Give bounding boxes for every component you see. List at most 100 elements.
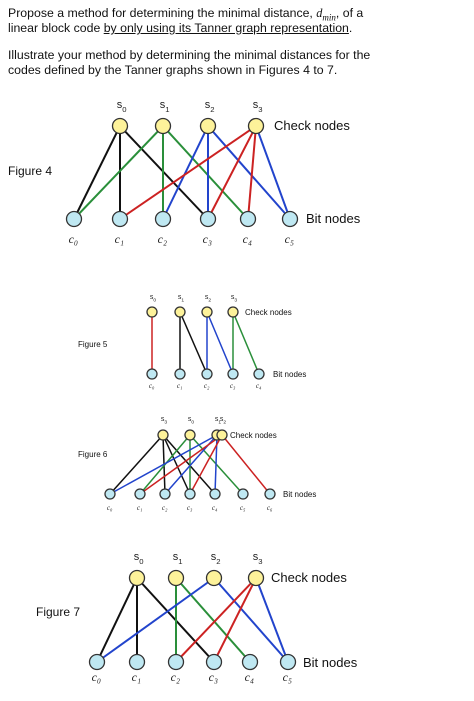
fig5-bit-nodes-caption: Bit nodes (273, 370, 306, 379)
fig7-label: Figure 7 (36, 605, 80, 619)
fig6-bit-node (184, 488, 196, 500)
fig6-label: Figure 6 (78, 450, 108, 459)
fig4-check-nodes-caption: Check nodes (274, 118, 350, 133)
fig7-check-node-label: s1 (173, 551, 183, 566)
fig4-check-node (111, 117, 129, 135)
fig7-check-node (247, 569, 265, 587)
fig6-edge (162, 434, 216, 495)
fig4-edge (207, 125, 291, 220)
fig6-check-node-label: s1 (215, 416, 222, 425)
fig7-check-node (128, 569, 146, 587)
fig7-bit-node (128, 653, 146, 671)
fig6-edge (109, 434, 218, 495)
fig4-edge (162, 125, 249, 220)
fig7-bit-node-label: c₁ (132, 670, 142, 684)
question-para-2-line-2: codes defined by the Tanner graphs shown… (8, 63, 338, 77)
fig6-check-node (157, 429, 169, 441)
fig6-bit-node-label: c₂ (162, 504, 168, 512)
fig4-edge (73, 125, 121, 220)
fig7-check-node (205, 569, 223, 587)
fig6-edge (221, 434, 271, 495)
fig4-check-node-label: s1 (160, 99, 170, 114)
fig6-bit-node-label: c₆ (267, 504, 273, 512)
fig5-bit-node (227, 368, 239, 380)
fig4-check-node (199, 117, 217, 135)
fig5-edge (206, 311, 234, 375)
fig4-bit-node (281, 210, 299, 228)
fig4-edge (255, 125, 291, 220)
fig4-edge (207, 125, 257, 220)
fig6-check-node-label: s3 (161, 416, 168, 425)
fig6-bit-node (104, 488, 116, 500)
fig7-bit-node (167, 653, 185, 671)
fig6-bit-node-label: c₄ (212, 504, 218, 512)
fig6-edge (109, 434, 164, 495)
fig4-check-node (154, 117, 172, 135)
fig5-check-node (201, 306, 213, 318)
fig5-check-node-label: s3 (231, 294, 238, 303)
fig7-check-node-label: s2 (211, 551, 221, 566)
fig5-bit-node (174, 368, 186, 380)
fig6-edge (162, 434, 191, 495)
fig7-check-node (167, 569, 185, 587)
fig5-bit-node-label: c₄ (256, 382, 262, 390)
fig4-check-node-label: s3 (253, 99, 263, 114)
fig5-check-node (174, 306, 186, 318)
fig4-bit-node-label: c₀ (69, 232, 79, 246)
dmin-symbol: dmin (316, 6, 336, 23)
fig7-edge (175, 577, 251, 663)
fig6-check-nodes-caption: Check nodes (230, 431, 277, 440)
fig6-bit-node (134, 488, 146, 500)
fig5-bit-node-label: c₁ (177, 382, 183, 390)
fig5-bit-node (201, 368, 213, 380)
fig7-edge (96, 577, 215, 663)
fig6-bit-nodes-caption: Bit nodes (283, 490, 316, 499)
fig7-bit-nodes-caption: Bit nodes (303, 655, 358, 670)
fig4-bit-node (154, 210, 172, 228)
fig6-bit-node-label: c₃ (187, 504, 193, 512)
fig7-edge (213, 577, 257, 663)
fig6-bit-node-label: c₁ (137, 504, 143, 512)
fig5-edge (179, 311, 208, 375)
fig7-bit-node (205, 653, 223, 671)
fig6-bit-node (209, 488, 221, 500)
fig7-check-node-label: s3 (253, 551, 263, 566)
fig6-bit-node (237, 488, 249, 500)
fig4-check-node-label: s2 (205, 99, 215, 114)
question-para-2-line-1: Illustrate your method by determining th… (8, 48, 371, 62)
fig7-bit-node (279, 653, 297, 671)
fig6-check-node-label: s2 (220, 416, 227, 425)
fig4-bit-node-label: c₂ (158, 232, 168, 246)
fig5-bit-node (253, 368, 265, 380)
fig7-check-node-label: s0 (134, 551, 144, 566)
fig4-bit-node (239, 210, 257, 228)
fig4-edge (162, 125, 209, 220)
fig5-check-nodes-caption: Check nodes (245, 308, 292, 317)
fig6-bit-node (159, 488, 171, 500)
fig7-bit-node-label: c₅ (283, 670, 293, 684)
fig4-edge (119, 125, 257, 220)
fig6-bit-node-label: c₀ (107, 504, 113, 512)
fig4-edge (73, 125, 164, 220)
fig5-check-node-label: s2 (205, 294, 212, 303)
fig4-bit-node-label: c₄ (243, 232, 253, 246)
fig4-bit-node (111, 210, 129, 228)
fig5-check-node-label: s1 (178, 294, 185, 303)
fig4-bit-node-label: c₁ (115, 232, 125, 246)
fig7-bit-node-label: c₄ (245, 670, 255, 684)
fig6-edge (139, 434, 223, 495)
fig5-check-node (227, 306, 239, 318)
question-line-1: Propose a method for determining the min… (8, 6, 364, 23)
fig4-bit-node (65, 210, 83, 228)
fig6-bit-node (264, 488, 276, 500)
fig7-bit-node-label: c₃ (209, 670, 219, 684)
fig7-bit-node-label: c₂ (171, 670, 181, 684)
fig7-bit-node-label: c₀ (92, 670, 102, 684)
fig7-edge (255, 577, 289, 663)
question-line-2: linear block code by only using its Tann… (8, 21, 353, 35)
fig5-check-node (146, 306, 158, 318)
